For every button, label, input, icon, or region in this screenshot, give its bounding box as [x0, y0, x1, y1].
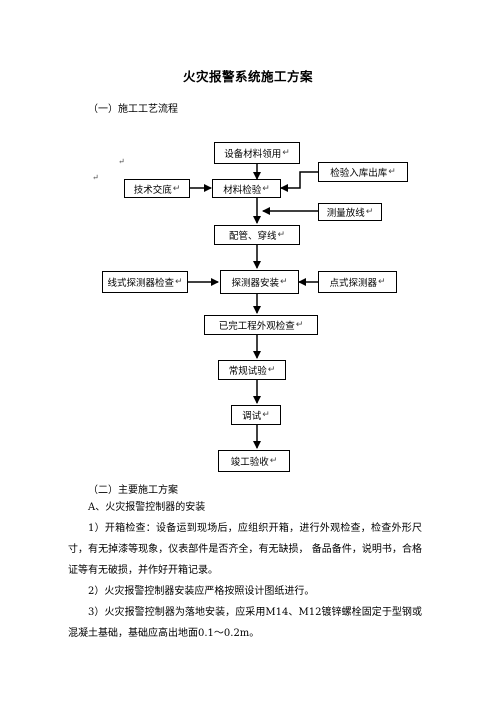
flow-box-detector-install: 探测器安装↵ [220, 270, 299, 294]
flow-box-visual-inspection: 已完工程外观检查↵ [204, 315, 318, 335]
flow-box-inspect-storage: 检验入库出库↵ [318, 162, 408, 182]
paragraph-mark: ↵ [172, 183, 181, 194]
flow-label: 竣工验收 [230, 457, 269, 468]
section-heading-main-plan: （二）主要施工方案 [88, 485, 178, 496]
paragraph-mark: ↵ [262, 410, 270, 420]
flow-box-acceptance: 竣工验收↵ [218, 450, 290, 472]
paragraph-mark: ↵ [174, 277, 183, 287]
flow-label: 探测器安装 [231, 278, 279, 289]
paragraph-mark: ↵ [262, 183, 270, 194]
paragraph-mark: ↵ [269, 456, 278, 466]
flow-box-point-detector: 点式探测器↵ [318, 271, 397, 293]
flow-label: 常规试验 [228, 366, 267, 377]
document-title: 火灾报警系统施工方案 [182, 69, 313, 84]
paragraph-mark: ↵ [92, 173, 99, 182]
flow-label: 点式探测器 [329, 278, 377, 289]
flow-box-equipment-receive: 设备材料领用↵ [214, 142, 300, 164]
paragraph-install-per-drawing: 2）火灾报警控制器安装应严格按照设计图纸进行。 [88, 586, 315, 597]
section-heading-process: （一）施工工艺流程 [88, 104, 178, 115]
paragraph-mark: ↵ [377, 277, 386, 287]
paragraph-mark: ↵ [277, 230, 286, 240]
flow-label: 调试 [242, 411, 262, 422]
flow-label: 检验入库出库 [330, 168, 388, 179]
paragraph-mark: ↵ [388, 167, 396, 177]
flow-box-linear-detector-check: 线式探测器检查↵ [102, 271, 188, 293]
paragraph-unboxing: 1）开箱检查：设备运到现场后，应组织开箱，进行外观检查，检查外形尺寸，有无掉漆等… [68, 523, 422, 576]
flow-label: 已完工程外观检查 [218, 321, 295, 332]
flow-label: 材料检验 [223, 184, 262, 196]
arrow-storage-to-check [280, 171, 318, 192]
flow-label: 设备材料领用 [224, 149, 282, 160]
paragraph-mark: ↵ [118, 157, 125, 166]
subsection-heading-controller: A、火灾报警控制器的安装 [88, 502, 206, 513]
paragraph-mark: ↵ [282, 148, 290, 158]
flow-box-debugging: 调试↵ [231, 405, 281, 425]
paragraph-mark: ↵ [279, 277, 288, 287]
flow-box-material-check: 材料检验↵ [212, 179, 281, 198]
flow-label: 测量放线 [326, 208, 365, 219]
paragraph-mark: ↵ [365, 207, 374, 217]
paragraph-floor-mounting: 3）火灾报警控制器为落地安装，应采用M14、M12镀锌螺栓固定于型钢或混凝土基础… [68, 607, 422, 639]
paragraph-mark: ↵ [267, 365, 276, 375]
flow-box-tech-briefing: 技术交底↵ [124, 179, 190, 198]
flow-label: 配管、穿线 [228, 231, 277, 242]
paragraph-mark: ↵ [295, 320, 304, 330]
flow-box-piping-wiring: 配管、穿线↵ [214, 225, 300, 245]
flow-box-routine-test: 常规试验↵ [218, 360, 286, 380]
flow-label: 线式探测器检查 [107, 278, 174, 289]
flow-box-measure-layout: 测量放线↵ [318, 203, 382, 221]
flow-label: 技术交底 [133, 184, 172, 196]
